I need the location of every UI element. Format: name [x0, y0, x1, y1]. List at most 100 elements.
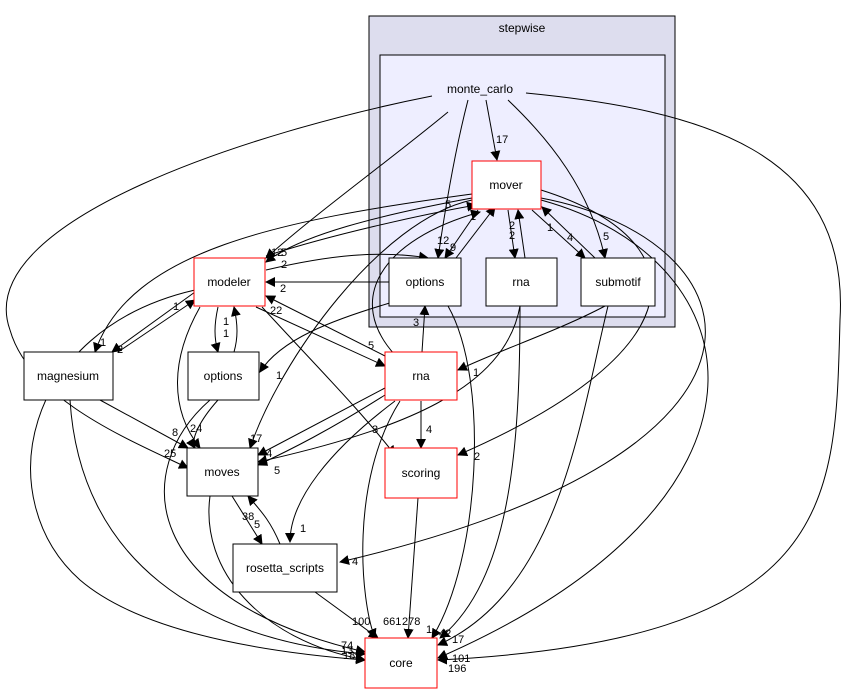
edge-label: 101: [452, 653, 470, 665]
node-label: modeler: [207, 275, 250, 289]
edge-label: 2: [474, 451, 480, 463]
edge-label: 12: [437, 235, 449, 247]
node-moves[interactable]: moves: [186, 447, 259, 497]
edge-mover-rna: [507, 209, 519, 259]
edge-label: 2: [281, 259, 287, 271]
node-magnesium[interactable]: magnesium: [23, 351, 114, 401]
node-label: mover: [489, 178, 522, 192]
edge-options-inner-options-outer: [259, 299, 401, 373]
edge-label: 5: [368, 340, 374, 352]
edge-label: 100: [352, 616, 370, 628]
edge-label: 661: [383, 616, 401, 628]
edge-label: 1: [276, 370, 282, 382]
edge-label: 4: [352, 556, 358, 568]
edge-moves-core: [208, 495, 366, 664]
edge-label: 1: [223, 328, 229, 340]
node-label: rna: [512, 275, 530, 289]
edge-label: 1: [426, 624, 432, 636]
edge-label: 17: [250, 433, 262, 445]
edge-moves-rosetta: [231, 495, 263, 545]
edge-label: 3: [413, 317, 419, 329]
node-submotif[interactable]: submotif: [580, 257, 656, 307]
node-label: rna: [412, 369, 430, 383]
edge-rna-outer-rosetta: [285, 400, 396, 543]
edge-label: 38: [242, 511, 254, 523]
edge-rna-outer-moves-a: [257, 387, 386, 456]
node-label: moves: [204, 465, 239, 479]
edge-label: 22: [270, 305, 282, 317]
edge-label: 1: [470, 211, 476, 223]
edge-rna-outer-moves-b: [257, 394, 386, 466]
edge-label: 2: [509, 220, 515, 232]
edge-rna-inner-moves: [257, 305, 521, 465]
edge-modeler-mover: [265, 201, 477, 257]
cluster-monte-carlo-label: monte_carlo: [447, 82, 513, 96]
edge-modeler-options-outer: [210, 306, 221, 353]
edge-label: 5: [603, 231, 609, 243]
edge-rosetta-moves: [247, 495, 281, 545]
edge-rna-outer-core: [362, 400, 401, 639]
edge-options-outer-modeler: [231, 306, 241, 353]
node-rna-outer[interactable]: rna: [384, 351, 458, 401]
edge-modeler-options-inner: [265, 251, 429, 271]
node-options-outer[interactable]: options: [187, 351, 260, 401]
edge-label: 4: [426, 424, 432, 436]
node-label: submotif: [595, 275, 641, 289]
node-modeler[interactable]: modeler: [193, 257, 266, 307]
edge-label: 196: [448, 663, 466, 675]
edge-options-outer-core: [163, 399, 366, 655]
edge-label: 25: [164, 448, 176, 460]
edge-mover-magnesium: [93, 193, 473, 353]
edge-mover-rosetta: [339, 197, 706, 565]
edge-rna-inner-core: [439, 305, 521, 639]
edge-label: 2: [509, 230, 515, 242]
edge-modeler-rna-outer: [255, 306, 386, 367]
edge-label: 74: [341, 640, 353, 652]
edge-magnesium-modeler: [117, 299, 196, 353]
edge-label: 24: [190, 423, 202, 435]
edge-rna-mover: [514, 209, 526, 259]
edge-label: 278: [402, 616, 420, 628]
node-rosetta-scripts[interactable]: rosetta_scripts: [232, 543, 338, 593]
edge-label: 2: [280, 283, 286, 295]
edge-mc-submotif: [507, 99, 608, 259]
edge-options-mover: [455, 206, 496, 259]
edge-rna-outer-mover: [371, 209, 481, 356]
edge-mc-mover: [485, 99, 501, 161]
edge-label: 5: [445, 199, 451, 211]
edge-label: 1: [100, 337, 106, 349]
edge-label: 1: [473, 367, 479, 379]
edge-rna-outer-modeler: [265, 295, 386, 357]
node-label: rosetta_scripts: [246, 561, 324, 575]
edge-magnesium-core: [69, 399, 366, 659]
edge-options-inner-core: [431, 305, 475, 639]
node-core[interactable]: core: [364, 637, 438, 689]
node-options-inner[interactable]: options: [388, 257, 462, 307]
node-mover[interactable]: mover: [471, 160, 542, 210]
edge-label: 1: [300, 523, 306, 535]
edge-modeler-magnesium: [111, 291, 196, 353]
edge-label: 1: [173, 301, 179, 313]
edge-label: 1: [223, 316, 229, 328]
edge-label: 5: [274, 465, 280, 477]
edge-submotif-rna-outer: [457, 305, 606, 371]
edge-label: 4: [567, 232, 573, 244]
edge-label: 12: [271, 247, 283, 259]
edge-scoring-core: [403, 497, 419, 639]
edge-mover-moves: [248, 199, 473, 449]
edge-label: 5: [254, 519, 260, 531]
edge-mc-options: [434, 99, 469, 259]
edge-label: 44: [260, 448, 272, 460]
edge-label: 1: [547, 222, 553, 234]
node-label: options: [406, 275, 445, 289]
node-scoring[interactable]: scoring: [384, 447, 458, 499]
node-rna-inner[interactable]: rna: [485, 257, 558, 307]
edge-label: 17: [496, 134, 508, 146]
edge-mc-modeler: [265, 111, 449, 259]
edge-mc-moves: [6, 95, 433, 469]
edge-label: 8: [172, 427, 178, 439]
edge-rna-outer-options-inner: [419, 305, 430, 353]
edge-options-outer-moves: [186, 399, 219, 449]
edge-modeler-moves: [177, 306, 201, 449]
edge-mc-core: [437, 92, 841, 665]
